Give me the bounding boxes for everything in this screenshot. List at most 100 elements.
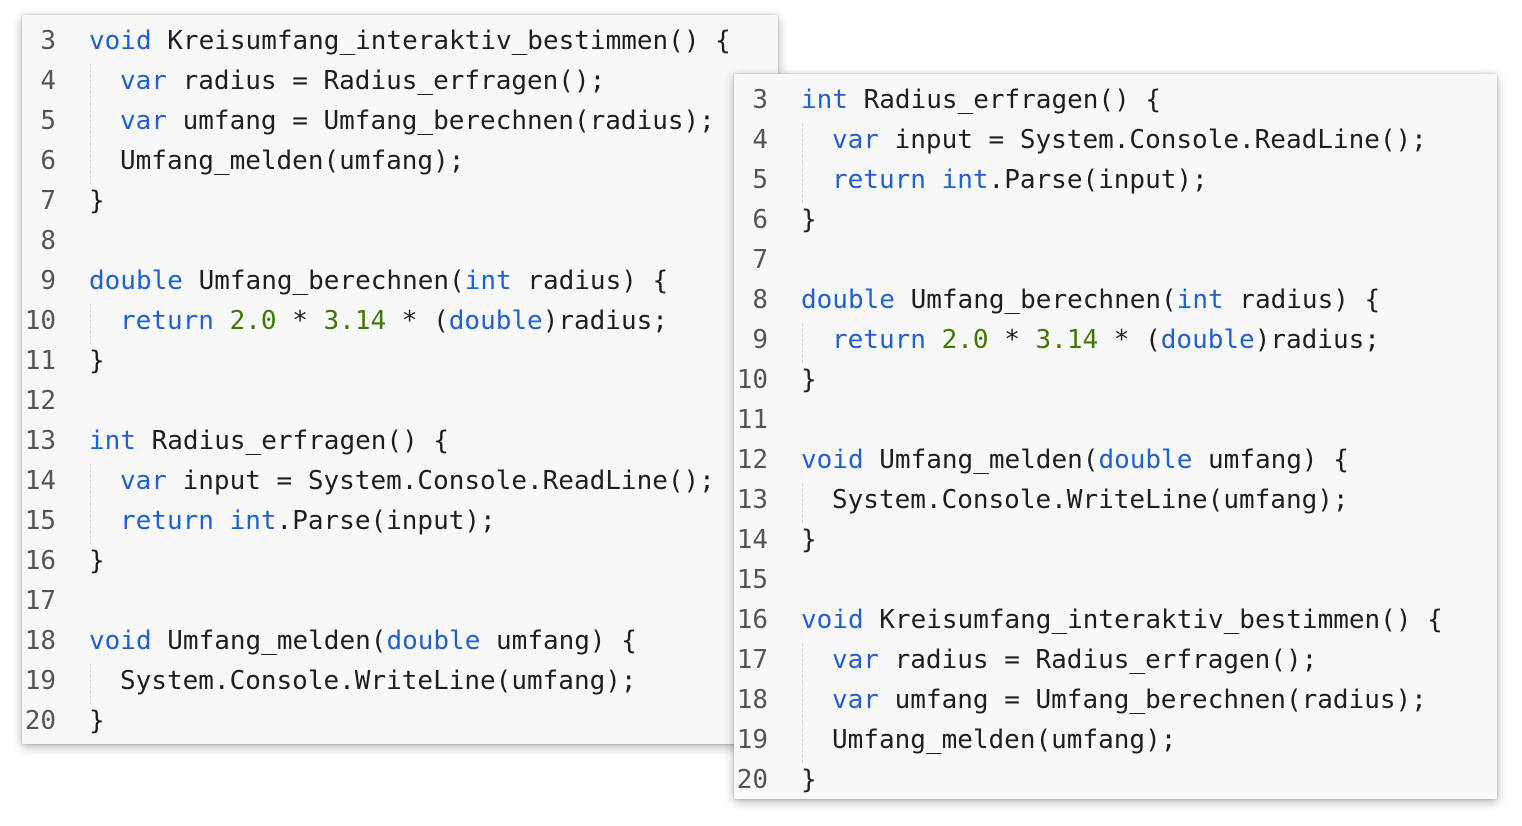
line-number: 12 [24, 386, 56, 416]
indent-guide [90, 664, 91, 704]
code-text: System.Console.WriteLine(umfang); [832, 483, 1349, 517]
keyword-token: var [120, 466, 167, 496]
code-token: Kreisumfang_interaktiv_bestimmen() { [151, 26, 731, 56]
code-token: Umfang_berechnen( [894, 285, 1177, 315]
code-text: double Umfang_berechnen(int radius) { [801, 283, 1380, 317]
code-line: 17 var radius = Radius_erfragen(); [734, 643, 1497, 683]
line-number: 13 [736, 485, 768, 515]
code-token: } [801, 205, 817, 235]
code-text: return 2.0 * 3.14 * (double)radius; [120, 304, 668, 338]
line-number: 6 [40, 146, 56, 176]
code-line: 6 Umfang_melden(umfang); [22, 144, 778, 184]
code-token: Umfang_melden(umfang); [832, 725, 1177, 755]
code-line: 6} [734, 203, 1497, 243]
code-text: } [801, 203, 817, 237]
keyword-token: int [89, 426, 136, 456]
line-number: 12 [736, 445, 768, 475]
keyword-token: return [832, 165, 926, 195]
keyword-token: int [941, 165, 989, 195]
code-line: 16} [22, 544, 778, 584]
code-token [214, 506, 230, 536]
number-token: 3.14 [1035, 325, 1099, 355]
code-token [214, 306, 230, 336]
line-number: 18 [736, 685, 768, 715]
line-number: 16 [736, 605, 768, 635]
code-text: System.Console.WriteLine(umfang); [120, 664, 637, 698]
code-token: umfang = Umfang_berechnen(radius); [166, 106, 715, 136]
keyword-token: int [801, 85, 848, 115]
code-token: Radius_erfragen() { [135, 426, 450, 456]
code-line: 5 return int.Parse(input); [734, 163, 1497, 203]
keyword-token: double [89, 266, 183, 296]
code-line: 5 var umfang = Umfang_berechnen(radius); [22, 104, 778, 144]
code-token: } [89, 186, 105, 216]
code-line: 8 double Umfang_berechnen(int radius) { [734, 283, 1497, 323]
code-token [926, 325, 942, 355]
code-text: var input = System.Console.ReadLine(); [120, 464, 715, 498]
line-number: 9 [40, 266, 56, 296]
code-token: )radius; [542, 306, 668, 336]
line-number: 8 [752, 285, 768, 315]
code-token: } [89, 706, 105, 736]
indent-guide [802, 643, 803, 683]
code-text: var radius = Radius_erfragen(); [832, 643, 1317, 677]
code-line: 12 void Umfang_melden(double umfang) { [734, 443, 1497, 483]
code-token: * [988, 325, 1036, 355]
line-number: 4 [40, 66, 56, 96]
code-token: .Parse(input); [988, 165, 1208, 195]
line-number: 14 [736, 525, 768, 555]
indent-guide [90, 64, 91, 104]
line-number: 20 [24, 706, 56, 736]
code-text: var umfang = Umfang_berechnen(radius); [120, 104, 715, 138]
line-number: 7 [752, 245, 768, 275]
line-number: 4 [752, 125, 768, 155]
code-line: 14} [734, 523, 1497, 563]
number-token: 3.14 [323, 306, 387, 336]
code-text: Umfang_melden(umfang); [120, 144, 464, 178]
line-number: 6 [752, 205, 768, 235]
line-number: 5 [752, 165, 768, 195]
code-token: Radius_erfragen() { [847, 85, 1162, 115]
line-number: 9 [752, 325, 768, 355]
code-token: radius) { [511, 266, 669, 296]
code-token: )radius; [1254, 325, 1380, 355]
number-token: 2.0 [941, 325, 989, 355]
line-number: 10 [736, 365, 768, 395]
keyword-token: return [120, 506, 214, 536]
indent-guide [802, 323, 803, 363]
code-text: void Umfang_melden(double umfang) { [801, 443, 1349, 477]
code-text: } [801, 523, 817, 557]
line-number: 5 [40, 106, 56, 136]
code-token: * ( [386, 306, 449, 336]
code-token: System.Console.WriteLine(umfang); [120, 666, 637, 696]
line-number: 11 [736, 405, 768, 435]
code-token: .Parse(input); [276, 506, 496, 536]
code-line: 10} [734, 363, 1497, 403]
code-token: umfang = Umfang_berechnen(radius); [878, 685, 1427, 715]
code-line: 11 [734, 403, 1497, 443]
indent-guide [802, 163, 803, 203]
code-token: * [276, 306, 324, 336]
code-text: void Kreisumfang_interaktiv_bestimmen() … [801, 603, 1443, 637]
code-text: } [89, 704, 105, 738]
keyword-token: double [448, 306, 543, 336]
indent-guide [90, 464, 91, 504]
keyword-token: void [801, 605, 864, 635]
code-text: } [89, 544, 105, 578]
code-text: } [801, 363, 817, 397]
line-number: 17 [736, 645, 768, 675]
indent-guide [802, 723, 803, 763]
line-number: 17 [24, 586, 56, 616]
code-token: Umfang_berechnen( [182, 266, 465, 296]
code-line: 8 [22, 224, 778, 264]
